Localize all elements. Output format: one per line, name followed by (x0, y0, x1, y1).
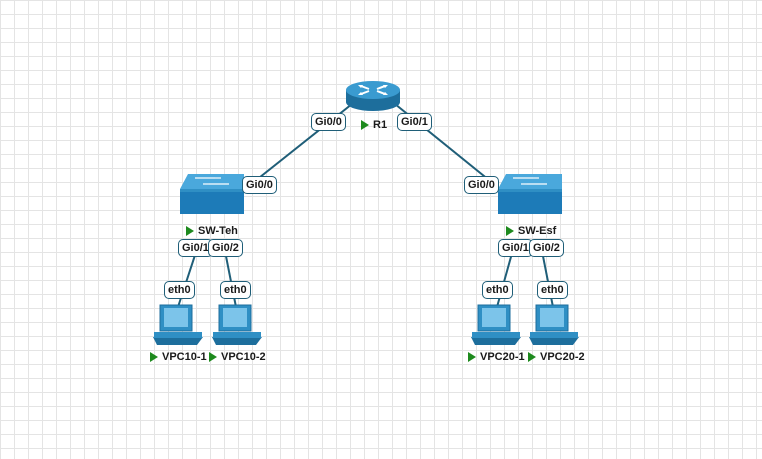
label-r1: R1 (361, 119, 387, 131)
vpc20-1-name: VPC20-1 (480, 351, 525, 363)
port-vpc10-2-eth0[interactable]: eth0 (220, 281, 251, 299)
port-sw-esf-gi0-1[interactable]: Gi0/1 (498, 239, 533, 257)
vpc20-2-name: VPC20-2 (540, 351, 585, 363)
status-running-icon (361, 120, 369, 130)
sw-esf-name: SW-Esf (518, 225, 557, 237)
port-sw-teh-gi0-0[interactable]: Gi0/0 (242, 176, 277, 194)
switch-icon (498, 174, 562, 214)
label-sw-teh: SW-Teh (186, 225, 238, 237)
switch-sw-esf[interactable] (497, 172, 563, 221)
pc-icon (471, 304, 521, 345)
pc-vpc10-2[interactable] (210, 303, 264, 354)
router-r1[interactable] (345, 80, 401, 119)
status-running-icon (209, 352, 217, 362)
pc-icon (212, 304, 262, 345)
port-sw-teh-gi0-1[interactable]: Gi0/1 (178, 239, 213, 257)
port-r1-gi0-0[interactable]: Gi0/0 (311, 113, 346, 131)
port-vpc20-1-eth0[interactable]: eth0 (482, 281, 513, 299)
sw-teh-name: SW-Teh (198, 225, 238, 237)
port-r1-gi0-1[interactable]: Gi0/1 (397, 113, 432, 131)
status-running-icon (468, 352, 476, 362)
vpc10-2-name: VPC10-2 (221, 351, 266, 363)
label-vpc20-2: VPC20-2 (528, 351, 585, 363)
pc-vpc20-1[interactable] (469, 303, 523, 354)
pc-vpc20-2[interactable] (527, 303, 581, 354)
router-icon (346, 81, 400, 111)
port-vpc10-1-eth0[interactable]: eth0 (164, 281, 195, 299)
status-running-icon (186, 226, 194, 236)
port-sw-esf-gi0-0[interactable]: Gi0/0 (464, 176, 499, 194)
status-running-icon (150, 352, 158, 362)
pc-vpc10-1[interactable] (151, 303, 205, 354)
label-vpc10-2: VPC10-2 (209, 351, 266, 363)
status-running-icon (506, 226, 514, 236)
switch-sw-teh[interactable] (179, 172, 245, 221)
pc-icon (153, 304, 203, 345)
pc-icon (529, 304, 579, 345)
switch-icon (180, 174, 244, 214)
r1-name: R1 (373, 119, 388, 131)
port-vpc20-2-eth0[interactable]: eth0 (537, 281, 568, 299)
port-sw-teh-gi0-2[interactable]: Gi0/2 (208, 239, 243, 257)
vpc10-1-name: VPC10-1 (162, 351, 207, 363)
label-vpc10-1: VPC10-1 (150, 351, 207, 363)
status-running-icon (528, 352, 536, 362)
label-vpc20-1: VPC20-1 (468, 351, 525, 363)
port-sw-esf-gi0-2[interactable]: Gi0/2 (529, 239, 564, 257)
label-sw-esf: SW-Esf (506, 225, 556, 237)
